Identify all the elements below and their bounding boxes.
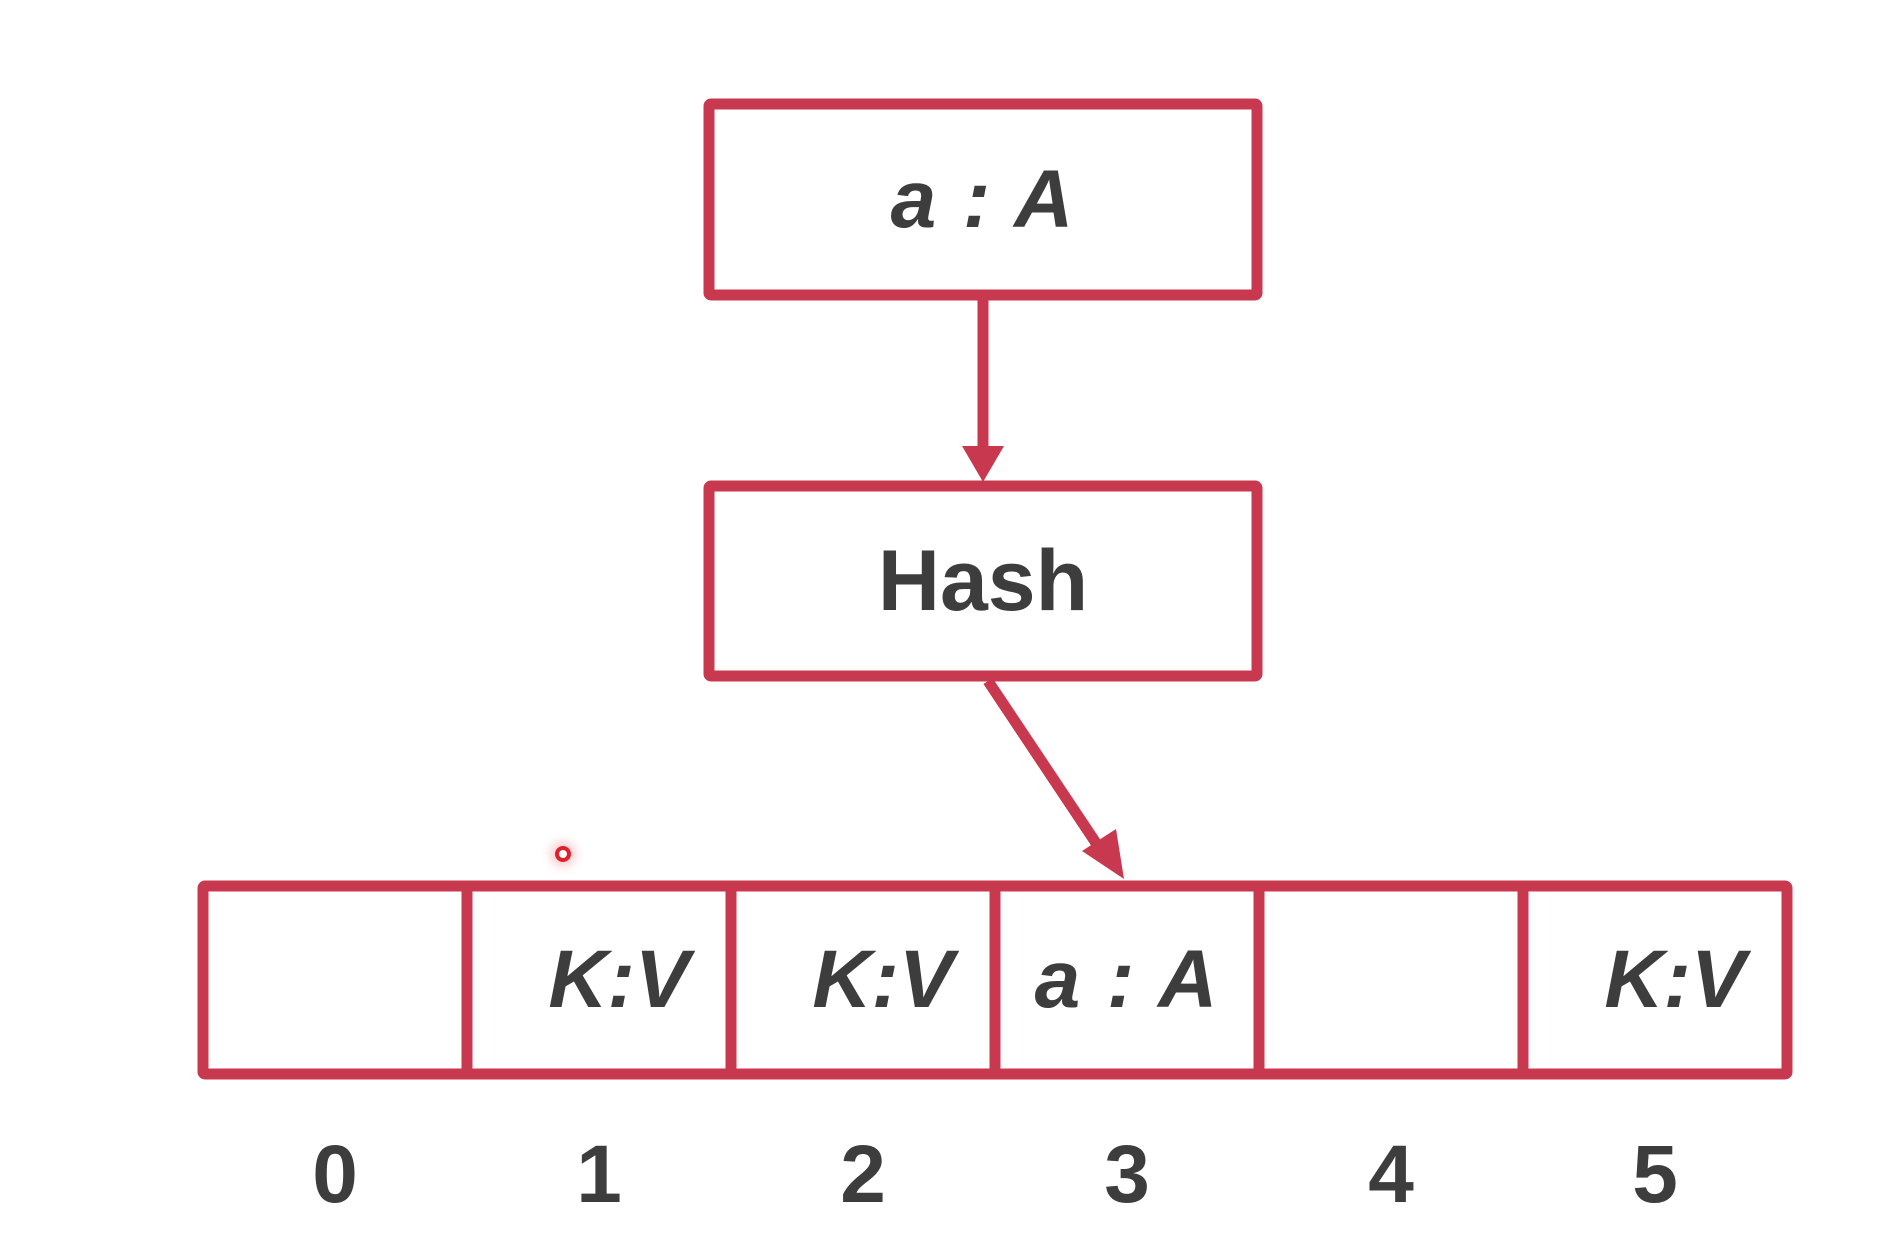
table-cell-4-value bbox=[1264, 891, 1518, 1069]
table-cell-0-value bbox=[208, 891, 462, 1069]
arrow-input-to-hash-head bbox=[962, 446, 1004, 482]
table-index-1: 1 bbox=[576, 1129, 622, 1220]
table-cell-3-value: a : A bbox=[1034, 934, 1220, 1025]
hash-box-label: Hash bbox=[877, 532, 1089, 629]
table-index-3: 3 bbox=[1104, 1129, 1150, 1220]
arrow-hash-to-slot-head bbox=[1082, 829, 1124, 879]
table-index-2: 2 bbox=[840, 1129, 886, 1220]
hash-box bbox=[703, 480, 1263, 682]
table-index-5: 5 bbox=[1632, 1129, 1678, 1220]
input-box-label: a : A bbox=[890, 153, 1076, 245]
arrow-hash-to-slot-shaft bbox=[983, 677, 1103, 850]
pointer-indicator-icon bbox=[555, 846, 571, 862]
table-index-4: 4 bbox=[1368, 1129, 1414, 1220]
input-box bbox=[703, 98, 1263, 301]
table-cell-1-value: K:V bbox=[548, 934, 690, 1025]
table-cell-2-value: K:V bbox=[812, 934, 954, 1025]
table-cell-5-value: K:V bbox=[1604, 934, 1746, 1025]
table-index-0: 0 bbox=[312, 1129, 358, 1220]
